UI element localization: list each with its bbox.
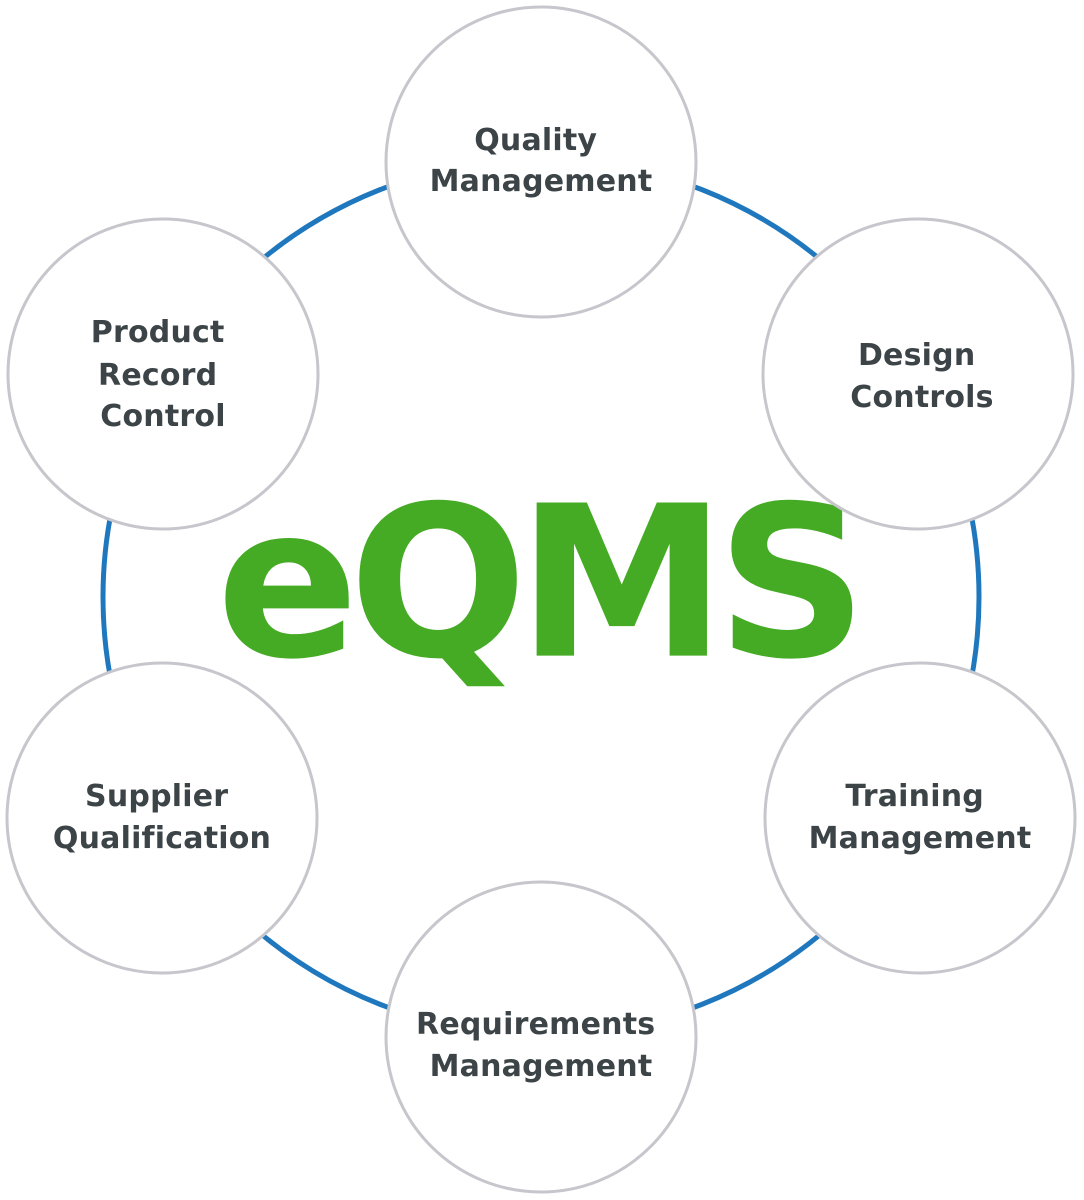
node-label: Requirements Management xyxy=(416,1007,666,1084)
node-product-record-control: Product Record Control xyxy=(6,217,320,531)
node-design-controls: Design Controls xyxy=(761,217,1075,531)
center-title: eQMS xyxy=(216,461,857,706)
node-label-line: Control xyxy=(100,399,225,434)
node-circle xyxy=(763,661,1077,975)
node-label-line: Design xyxy=(858,338,975,373)
node-label: Training Management xyxy=(809,779,1032,856)
node-label: Quality Management xyxy=(430,123,653,199)
node-circle xyxy=(6,217,320,531)
node-label-line: Controls xyxy=(850,380,993,415)
node-label: Product Record Control xyxy=(91,315,235,434)
node-requirements-management: Requirements Management xyxy=(384,880,698,1194)
node-label-line: Product xyxy=(91,315,225,350)
node-circle xyxy=(384,880,698,1194)
node-circle xyxy=(761,217,1075,531)
node-supplier-qualification: Supplier Qualification xyxy=(5,661,319,975)
node-label-line: Management xyxy=(430,1049,653,1084)
node-label-line: Quality xyxy=(474,123,597,158)
node-label-line: Management xyxy=(809,821,1032,856)
node-circle xyxy=(5,661,319,975)
node-training-management: Training Management xyxy=(763,661,1077,975)
node-label-line: Training xyxy=(845,779,984,814)
node-quality-management: Quality Management xyxy=(384,5,698,319)
node-label-line: Requirements xyxy=(416,1007,655,1042)
node-label-line: Supplier xyxy=(85,779,228,814)
node-label-line: Qualification xyxy=(53,821,271,856)
node-label-line: Management xyxy=(430,164,653,199)
node-label: Design Controls xyxy=(850,338,993,415)
node-label: Supplier Qualification xyxy=(53,779,271,856)
node-circle xyxy=(384,5,698,319)
node-label-line: Record xyxy=(98,358,217,393)
